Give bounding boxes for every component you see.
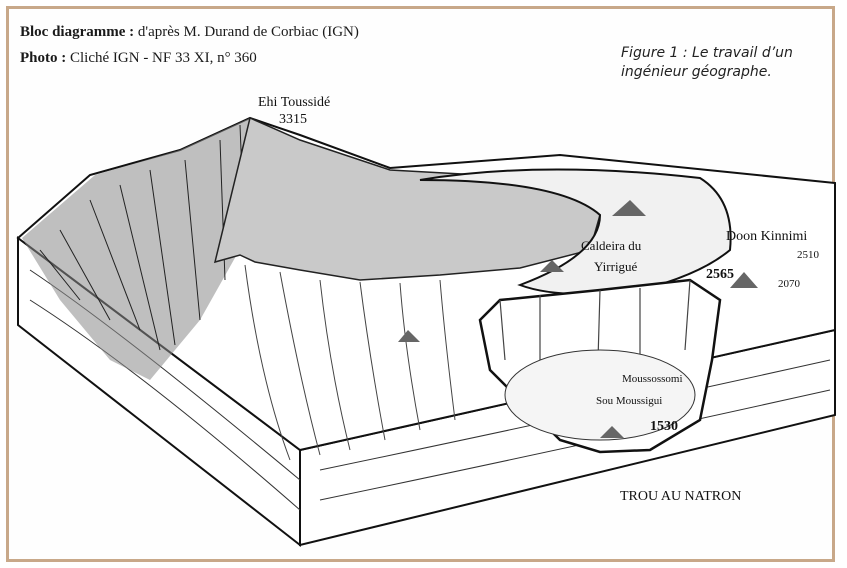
caldeira-label-line2: Yirrigué <box>594 259 638 274</box>
sou-moussigui: Sou Moussigui <box>596 395 662 407</box>
caldeira-label-line1: Caldeira du <box>581 238 642 253</box>
trou-au-natron-label: TROU AU NATRON <box>620 489 741 504</box>
moussossomi: Moussossomi <box>622 373 683 385</box>
peak-altitude: 3315 <box>279 112 307 127</box>
summit-plateau <box>215 118 600 280</box>
altitude-2510: 2510 <box>797 249 820 261</box>
doon-kinnimi: Doon Kinnimi <box>726 229 807 244</box>
altitude-1530: 1530 <box>650 419 678 434</box>
altitude-2565: 2565 <box>706 267 734 282</box>
altitude-2070: 2070 <box>778 278 801 290</box>
peak-name: Ehi Toussidé <box>258 95 330 110</box>
